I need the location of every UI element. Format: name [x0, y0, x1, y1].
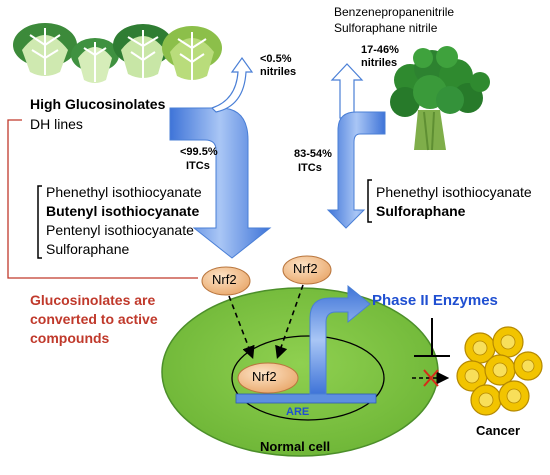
- nrf2-outer-left: [201, 266, 251, 296]
- right-compound-2: Sulforaphane: [376, 203, 466, 219]
- normal-cell-label: Normal cell: [260, 439, 331, 454]
- high-glucosinolates-title: High Glucosinolates: [30, 96, 166, 112]
- left-nitrile-arrow: [210, 56, 254, 113]
- right-nitrile-name-1: Benzenepropanenitrile: [334, 5, 455, 19]
- right-itc-percent: 83-54%: [294, 148, 332, 160]
- nrf2-label-outer-left: Nrf2: [212, 272, 237, 287]
- cancer-cells-cluster: [456, 326, 543, 416]
- left-itc-arrow: [169, 107, 272, 259]
- right-nitrile-arrow: [330, 63, 364, 119]
- right-nitrile-label: nitriles: [361, 57, 398, 69]
- left-nitrile-label: nitriles: [260, 66, 297, 78]
- left-compound-2: Butenyl isothiocyanate: [46, 203, 200, 219]
- nrf2-outer-right: [282, 255, 332, 285]
- left-nitrile-percent: <0.5%: [260, 53, 292, 65]
- inhibition-symbol: [414, 318, 450, 357]
- phase-two-arrow: [309, 284, 371, 395]
- right-nitrile-name-2: Sulforaphane nitrile: [334, 21, 438, 35]
- red-connector-line: [7, 119, 198, 279]
- cabbage-3: [113, 24, 173, 78]
- nrf2-label-nucleus: Nrf2: [252, 369, 277, 384]
- right-itc-label: ITCs: [298, 162, 322, 174]
- left-compound-3: Pentenyl isothiocyanate: [46, 222, 194, 238]
- cabbage-2: [71, 38, 119, 83]
- nucleus: [231, 335, 385, 421]
- left-itc-percent: <99.5%: [180, 146, 218, 158]
- normal-cell: [161, 287, 439, 457]
- right-compound-bracket: [367, 179, 372, 223]
- dh-lines-label: DH lines: [30, 116, 83, 132]
- cabbage-4: [162, 26, 222, 80]
- nrf2-nucleus: [237, 362, 299, 394]
- right-itc-arrow: [326, 111, 386, 229]
- conversion-note-line-3: compounds: [30, 330, 110, 346]
- are-label: ARE: [286, 406, 310, 418]
- nrf2-label-outer-right: Nrf2: [293, 261, 318, 276]
- are-dna-bar: [235, 393, 377, 404]
- left-itc-label: ITCs: [186, 160, 210, 172]
- dashed-arrow-left: [228, 295, 255, 359]
- cabbage-1: [13, 23, 77, 76]
- blocked-arrow: [412, 369, 450, 387]
- cancer-label: Cancer: [476, 423, 521, 438]
- right-compound-1: Phenethyl isothiocyanate: [376, 184, 532, 200]
- left-compound-4: Sulforaphane: [46, 241, 130, 257]
- conversion-note-line-2: converted to active: [30, 311, 158, 327]
- conversion-note-line-1: Glucosinolates are: [30, 292, 156, 308]
- broccoli-illustration: [390, 46, 490, 151]
- cabbage-plants-illustration: [13, 23, 222, 83]
- phase-two-enzymes-label: Phase II Enzymes: [372, 292, 498, 309]
- left-compound-bracket: [37, 185, 42, 259]
- dashed-arrow-right: [275, 284, 304, 360]
- left-compound-1: Phenethyl isothiocyanate: [46, 184, 202, 200]
- right-nitrile-percent: 17-46%: [361, 44, 399, 56]
